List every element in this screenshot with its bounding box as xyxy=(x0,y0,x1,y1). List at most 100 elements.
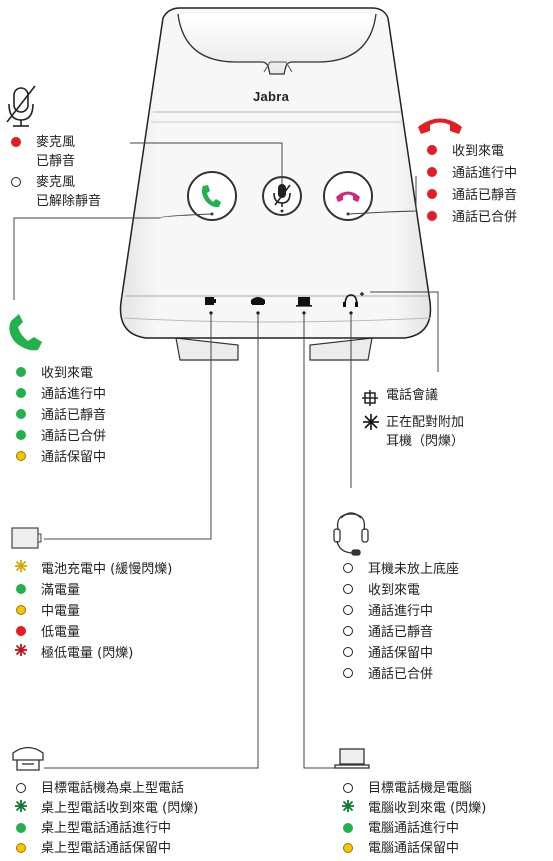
green-star-icon xyxy=(340,799,356,812)
list-item: 通話已合併 xyxy=(13,426,106,447)
base-indicator-headset xyxy=(343,292,364,315)
legend-label: 通話已合併 xyxy=(452,210,518,225)
list-item: 通話已合併 xyxy=(424,207,517,229)
legend-label: 目標電話機為桌上型電話 xyxy=(41,781,185,796)
red-led-dot xyxy=(424,141,440,155)
legend-label: 通話已靜音 xyxy=(41,408,107,423)
legend-label: 通話保留中 xyxy=(368,646,434,661)
legend-label: 中電量 xyxy=(41,604,81,619)
list-item: 極低電量 (閃爍) xyxy=(13,643,172,664)
end-call-button xyxy=(323,171,373,221)
battery-large-icon xyxy=(11,527,42,549)
red-led-dot xyxy=(8,133,24,147)
conference-label: 電話會議 xyxy=(386,388,439,403)
off-led-dot xyxy=(13,779,29,793)
red-star-icon xyxy=(13,643,29,656)
off-led-dot xyxy=(8,173,24,187)
list-item: 滿電量 xyxy=(13,580,172,601)
list-item: 通話已靜音 xyxy=(424,185,517,207)
deskphone-large-icon xyxy=(12,746,44,771)
list-item: 收到來電 xyxy=(424,141,517,163)
green-led-dot xyxy=(13,384,29,398)
legend-label: 桌上型電話通話進行中 xyxy=(41,821,172,836)
headset-large-icon xyxy=(333,512,369,556)
list-item: 桌上型電話通話保留中 xyxy=(13,839,198,859)
list-item: 麥克風 已解除靜音 xyxy=(8,173,101,211)
legend-label: 麥克風 已解除靜音 xyxy=(36,175,102,209)
yellow-led-dot xyxy=(13,839,29,853)
green-led-dot xyxy=(13,580,29,594)
legend-label: 極低電量 (閃爍) xyxy=(41,646,134,661)
list-item: 通話進行中 xyxy=(424,163,517,185)
list-item: 中電量 xyxy=(13,601,172,622)
pc-legend: 目標電話機是電腦 電腦收到來電 (閃爍) 電腦通話進行中 電腦通話保留中 xyxy=(340,779,486,859)
off-led-dot xyxy=(340,779,356,793)
list-item: 收到來電 xyxy=(13,363,106,384)
green-led-dot xyxy=(13,405,29,419)
answer-call-button xyxy=(187,171,237,221)
legend-label: 電池充電中 (緩慢閃爍) xyxy=(41,562,173,577)
legend-label: 通話已合併 xyxy=(368,667,434,682)
brand-logo: Jabra xyxy=(253,89,290,104)
conference-plus-icon xyxy=(362,390,378,406)
headset-legend: 耳機未放上底座 收到來電 通話進行中 通話已靜音 通話保留中 通話已合併 xyxy=(340,559,459,685)
list-item: 耳機未放上底座 xyxy=(340,559,459,580)
list-item: 電池充電中 (緩慢閃爍) xyxy=(13,559,172,580)
list-item: 通話已靜音 xyxy=(13,405,106,426)
legend-label: 通話保留中 xyxy=(41,450,107,465)
legend-label: 電腦收到來電 (閃爍) xyxy=(368,801,487,816)
legend-label: 收到來電 xyxy=(452,144,505,159)
mic-mute-large-icon xyxy=(6,85,36,127)
legend-label: 桌上型電話通話保留中 xyxy=(41,841,172,856)
mute-legend: 麥克風 已靜音 麥克風 已解除靜音 xyxy=(8,133,101,211)
red-led-dot xyxy=(424,207,440,221)
list-item: 通話保留中 xyxy=(340,643,459,664)
green-led-dot xyxy=(340,819,356,833)
legend-label: 滿電量 xyxy=(41,583,81,598)
off-led-dot xyxy=(340,601,356,615)
yellow-led-dot xyxy=(13,601,29,615)
deskphone-legend: 目標電話機為桌上型電話 桌上型電話收到來電 (閃爍) 桌上型電話通話進行中 桌上… xyxy=(13,779,198,859)
legend-label: 通話進行中 xyxy=(41,387,107,402)
list-item: 通話進行中 xyxy=(340,601,459,622)
yellow-star-icon xyxy=(13,559,29,572)
green-led-dot xyxy=(13,426,29,440)
off-led-dot xyxy=(340,622,356,636)
base-station xyxy=(119,7,432,361)
list-item: 桌上型電話通話進行中 xyxy=(13,819,198,839)
list-item: 電腦收到來電 (閃爍) xyxy=(340,799,486,819)
magenta-phone-icon xyxy=(336,191,360,202)
legend-label: 收到來電 xyxy=(41,366,94,381)
list-item: 通話已合併 xyxy=(340,664,459,685)
pairing-star-icon xyxy=(363,414,379,430)
yellow-led-dot xyxy=(340,839,356,853)
red-handset-large-icon xyxy=(418,118,462,134)
red-led-dot xyxy=(13,622,29,636)
green-led-dot xyxy=(13,819,29,833)
legend-label: 通話進行中 xyxy=(368,604,434,619)
list-item: 電腦通話保留中 xyxy=(340,839,486,859)
off-led-dot xyxy=(340,559,356,573)
legend-label: 低電量 xyxy=(41,625,81,640)
list-item: 麥克風 已靜音 xyxy=(8,133,101,171)
end-call-legend: 收到來電 通話進行中 通話已靜音 通話已合併 xyxy=(424,141,517,229)
mute-button xyxy=(262,176,302,216)
off-led-dot xyxy=(340,580,356,594)
pairing-label: 正在配對附加 耳機（閃爍） xyxy=(386,415,465,449)
off-led-dot xyxy=(340,643,356,657)
headset-extra-legend: 電話會議 正在配對附加 耳機（閃爍） xyxy=(386,386,464,451)
legend-label: 桌上型電話收到來電 (閃爍) xyxy=(41,801,199,816)
list-item: 通話進行中 xyxy=(13,384,106,405)
red-led-dot xyxy=(424,163,440,177)
red-led-dot xyxy=(424,185,440,199)
green-phone-icon xyxy=(201,185,221,208)
list-item: 桌上型電話收到來電 (閃爍) xyxy=(13,799,198,819)
legend-label: 目標電話機是電腦 xyxy=(368,781,473,796)
list-item: 通話已靜音 xyxy=(340,622,459,643)
green-led-dot xyxy=(13,363,29,377)
list-item: 收到來電 xyxy=(340,580,459,601)
green-star-icon xyxy=(13,799,29,812)
green-handset-large-icon xyxy=(9,314,43,351)
list-item: 通話保留中 xyxy=(13,447,106,468)
